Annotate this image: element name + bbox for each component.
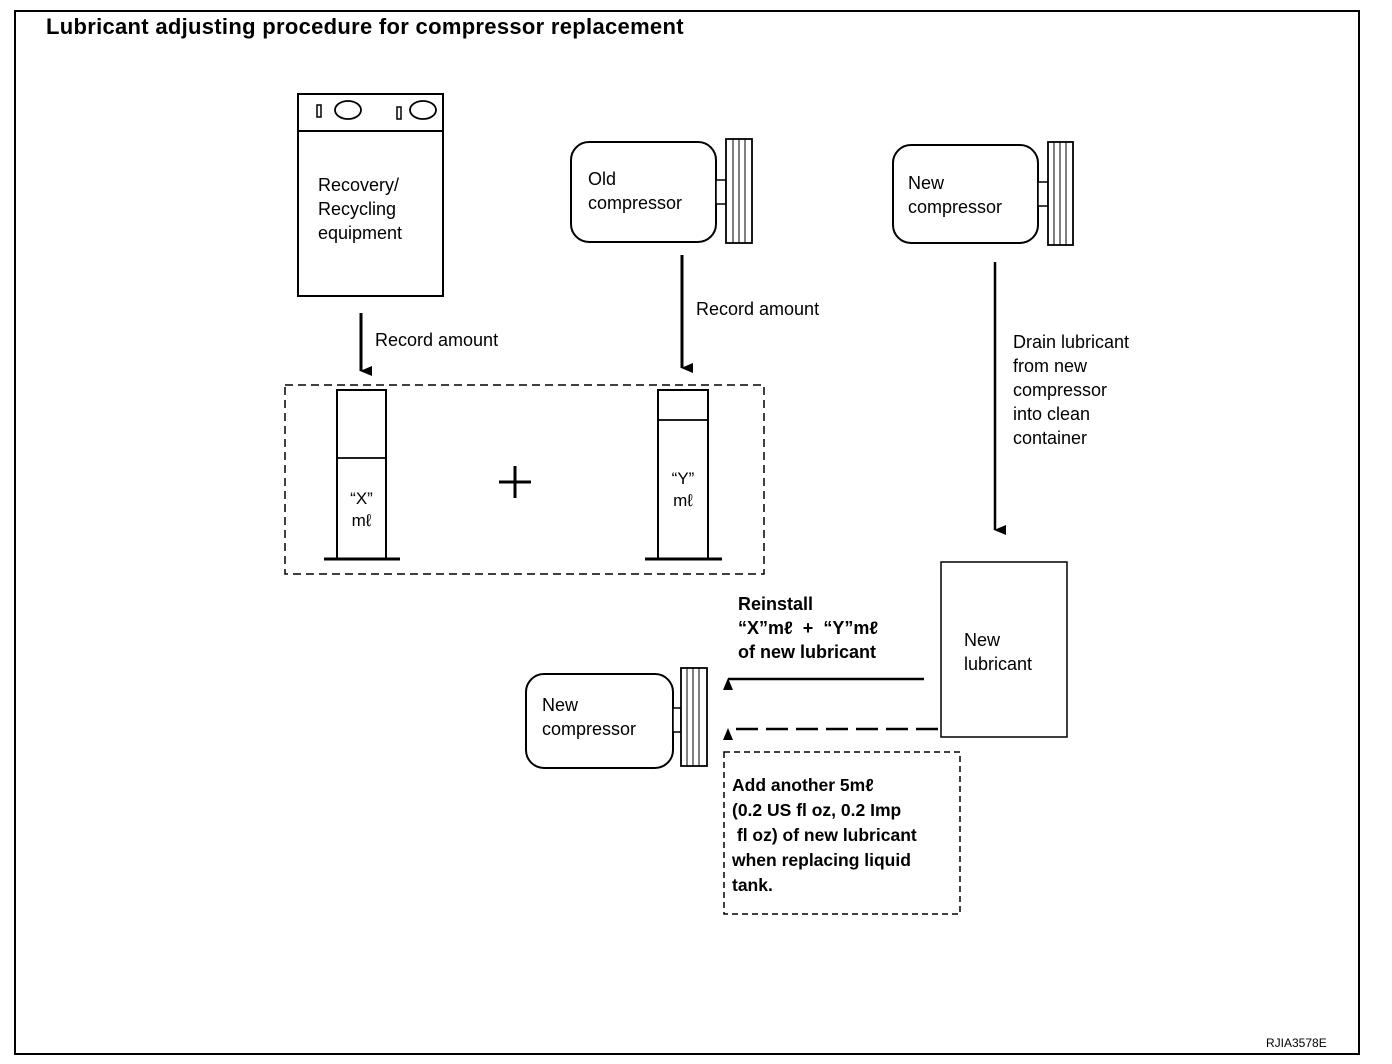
drain-line-1: Drain lubricant (1013, 332, 1130, 352)
old-compressor-line-1: Old (588, 169, 617, 189)
old-compressor-label: Old compressor (588, 167, 682, 215)
plus-sign (499, 466, 531, 498)
figure-id: RJIA3578E (1266, 1036, 1327, 1050)
cylinder-y-line-1: “Y” (671, 469, 695, 488)
add-note-text: Add another 5mℓ (0.2 US fl oz, 0.2 Imp f… (732, 773, 917, 898)
new-compressor-top-label: New compressor (908, 171, 1002, 219)
cylinder-y-line-2: mℓ (673, 491, 693, 510)
add-note-box (723, 751, 961, 915)
recovery-line-3: equipment (318, 223, 403, 243)
add-note-line-1: Add another 5mℓ (732, 775, 874, 795)
drain-instruction: Drain lubricant from new compressor into… (1013, 330, 1129, 450)
recovery-line-2: Recycling (318, 199, 397, 219)
new-compressor-top-line-1: New (908, 173, 945, 193)
recovery-equipment-label: Recovery/ Recycling equipment (318, 173, 402, 245)
cylinder-x-label: “X” mℓ (337, 488, 386, 532)
old-compressor-shape (570, 138, 753, 244)
record-amount-right: Record amount (696, 299, 820, 319)
diagram-title: Lubricant adjusting procedure for compre… (46, 14, 684, 39)
reinstall-line-3: of new lubricant (738, 642, 877, 662)
drain-line-5: container (1013, 428, 1088, 448)
reinstall-line-1: Reinstall (738, 594, 814, 614)
new-compressor-top-shape (892, 141, 1074, 246)
new-lubricant-line-1: New (964, 630, 1001, 650)
new-lubricant-line-2: lubricant (964, 654, 1033, 674)
cylinder-x-line-1: “X” (350, 489, 373, 508)
new-lubricant-container (940, 561, 1068, 738)
drain-line-3: compressor (1013, 380, 1108, 400)
new-compressor-bottom-shape (525, 667, 708, 769)
record-amount-left: Record amount (375, 330, 499, 350)
new-compressor-bottom-label: New compressor (542, 693, 636, 741)
add-note-line-5: tank. (732, 875, 773, 895)
drain-line-2: from new (1013, 356, 1088, 376)
new-lubricant-label: New lubricant (964, 628, 1032, 676)
measurement-group-box (284, 384, 765, 575)
recovery-equipment-box (297, 93, 444, 297)
new-compressor-bottom-line-2: compressor (542, 719, 637, 739)
cylinder-x-line-2: mℓ (351, 511, 372, 530)
cylinder-y-label: “Y” mℓ (658, 468, 708, 512)
add-note-line-3: fl oz) of new lubricant (732, 825, 917, 845)
reinstall-line-2: “X”mℓ + “Y”mℓ (738, 618, 879, 638)
cylinder-y (645, 389, 722, 561)
recovery-line-1: Recovery/ (318, 175, 400, 195)
add-note-line-2: (0.2 US fl oz, 0.2 Imp (732, 800, 902, 820)
old-compressor-line-2: compressor (588, 193, 683, 213)
add-note-line-4: when replacing liquid (732, 850, 911, 870)
drain-line-4: into clean (1013, 404, 1091, 424)
new-compressor-bottom-line-1: New (542, 695, 579, 715)
reinstall-instruction: Reinstall “X”mℓ + “Y”mℓ of new lubricant (738, 592, 878, 664)
new-compressor-top-line-2: compressor (908, 197, 1003, 217)
cylinder-x (324, 389, 400, 561)
figure-frame (14, 10, 1360, 1055)
